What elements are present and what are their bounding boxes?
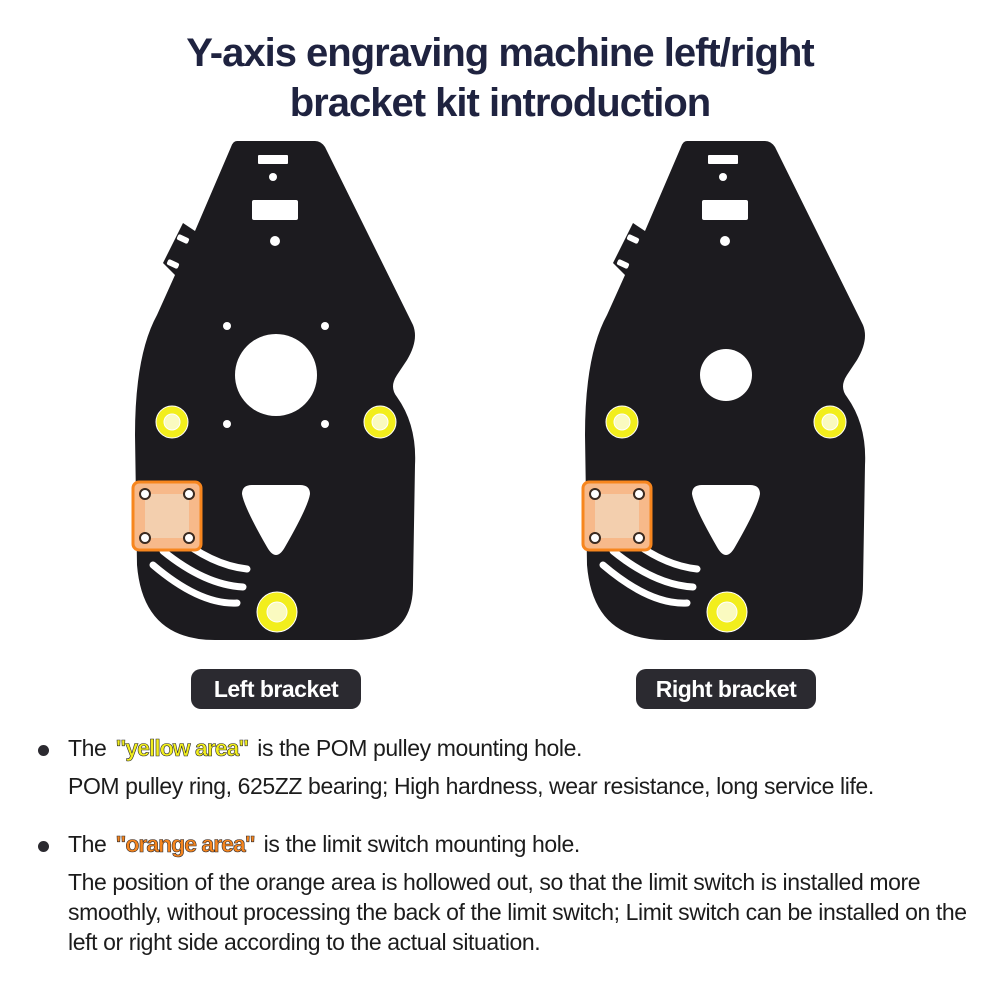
note-suffix: is the POM pulley mounting hole. (257, 735, 582, 761)
left-bracket-label: Left bracket (191, 669, 361, 709)
orange-area (131, 480, 203, 552)
right-bracket-image (581, 141, 866, 640)
note-heading: The "orange area" is the limit switch mo… (68, 829, 978, 859)
note-suffix: is the limit switch mounting hole. (263, 831, 581, 857)
yellow-hole-bottom (256, 591, 298, 633)
yellow-hole-left (155, 405, 189, 439)
yellow-hole-left (605, 405, 639, 439)
yellow-hole-right (363, 405, 397, 439)
yellow-hole-right (813, 405, 847, 439)
note-heading: The "yellow area" is the POM pulley moun… (68, 733, 978, 763)
note-detail: The position of the orange area is hollo… (68, 869, 967, 955)
note-yellow: The "yellow area" is the POM pulley moun… (38, 733, 978, 801)
bullet-dot (38, 745, 49, 756)
note-detail: POM pulley ring, 625ZZ bearing; High har… (68, 773, 874, 799)
yellow-hole-bottom (706, 591, 748, 633)
right-bracket-label: Right bracket (636, 669, 816, 709)
title-line-1: Y-axis engraving machine left/right (186, 31, 814, 75)
orange-area-highlight: "orange area" (115, 831, 256, 858)
page-title: Y-axis engraving machine left/right brac… (0, 28, 1000, 128)
yellow-area-highlight: "yellow area" (115, 735, 249, 762)
notes-list: The "yellow area" is the POM pulley moun… (38, 733, 978, 957)
title-line-2: bracket kit introduction (289, 81, 712, 125)
note-orange: The "orange area" is the limit switch mo… (38, 829, 978, 957)
orange-area (581, 480, 653, 552)
note-prefix: The (68, 831, 107, 857)
left-bracket-image (131, 141, 416, 640)
bullet-dot (38, 841, 49, 852)
note-prefix: The (68, 735, 107, 761)
